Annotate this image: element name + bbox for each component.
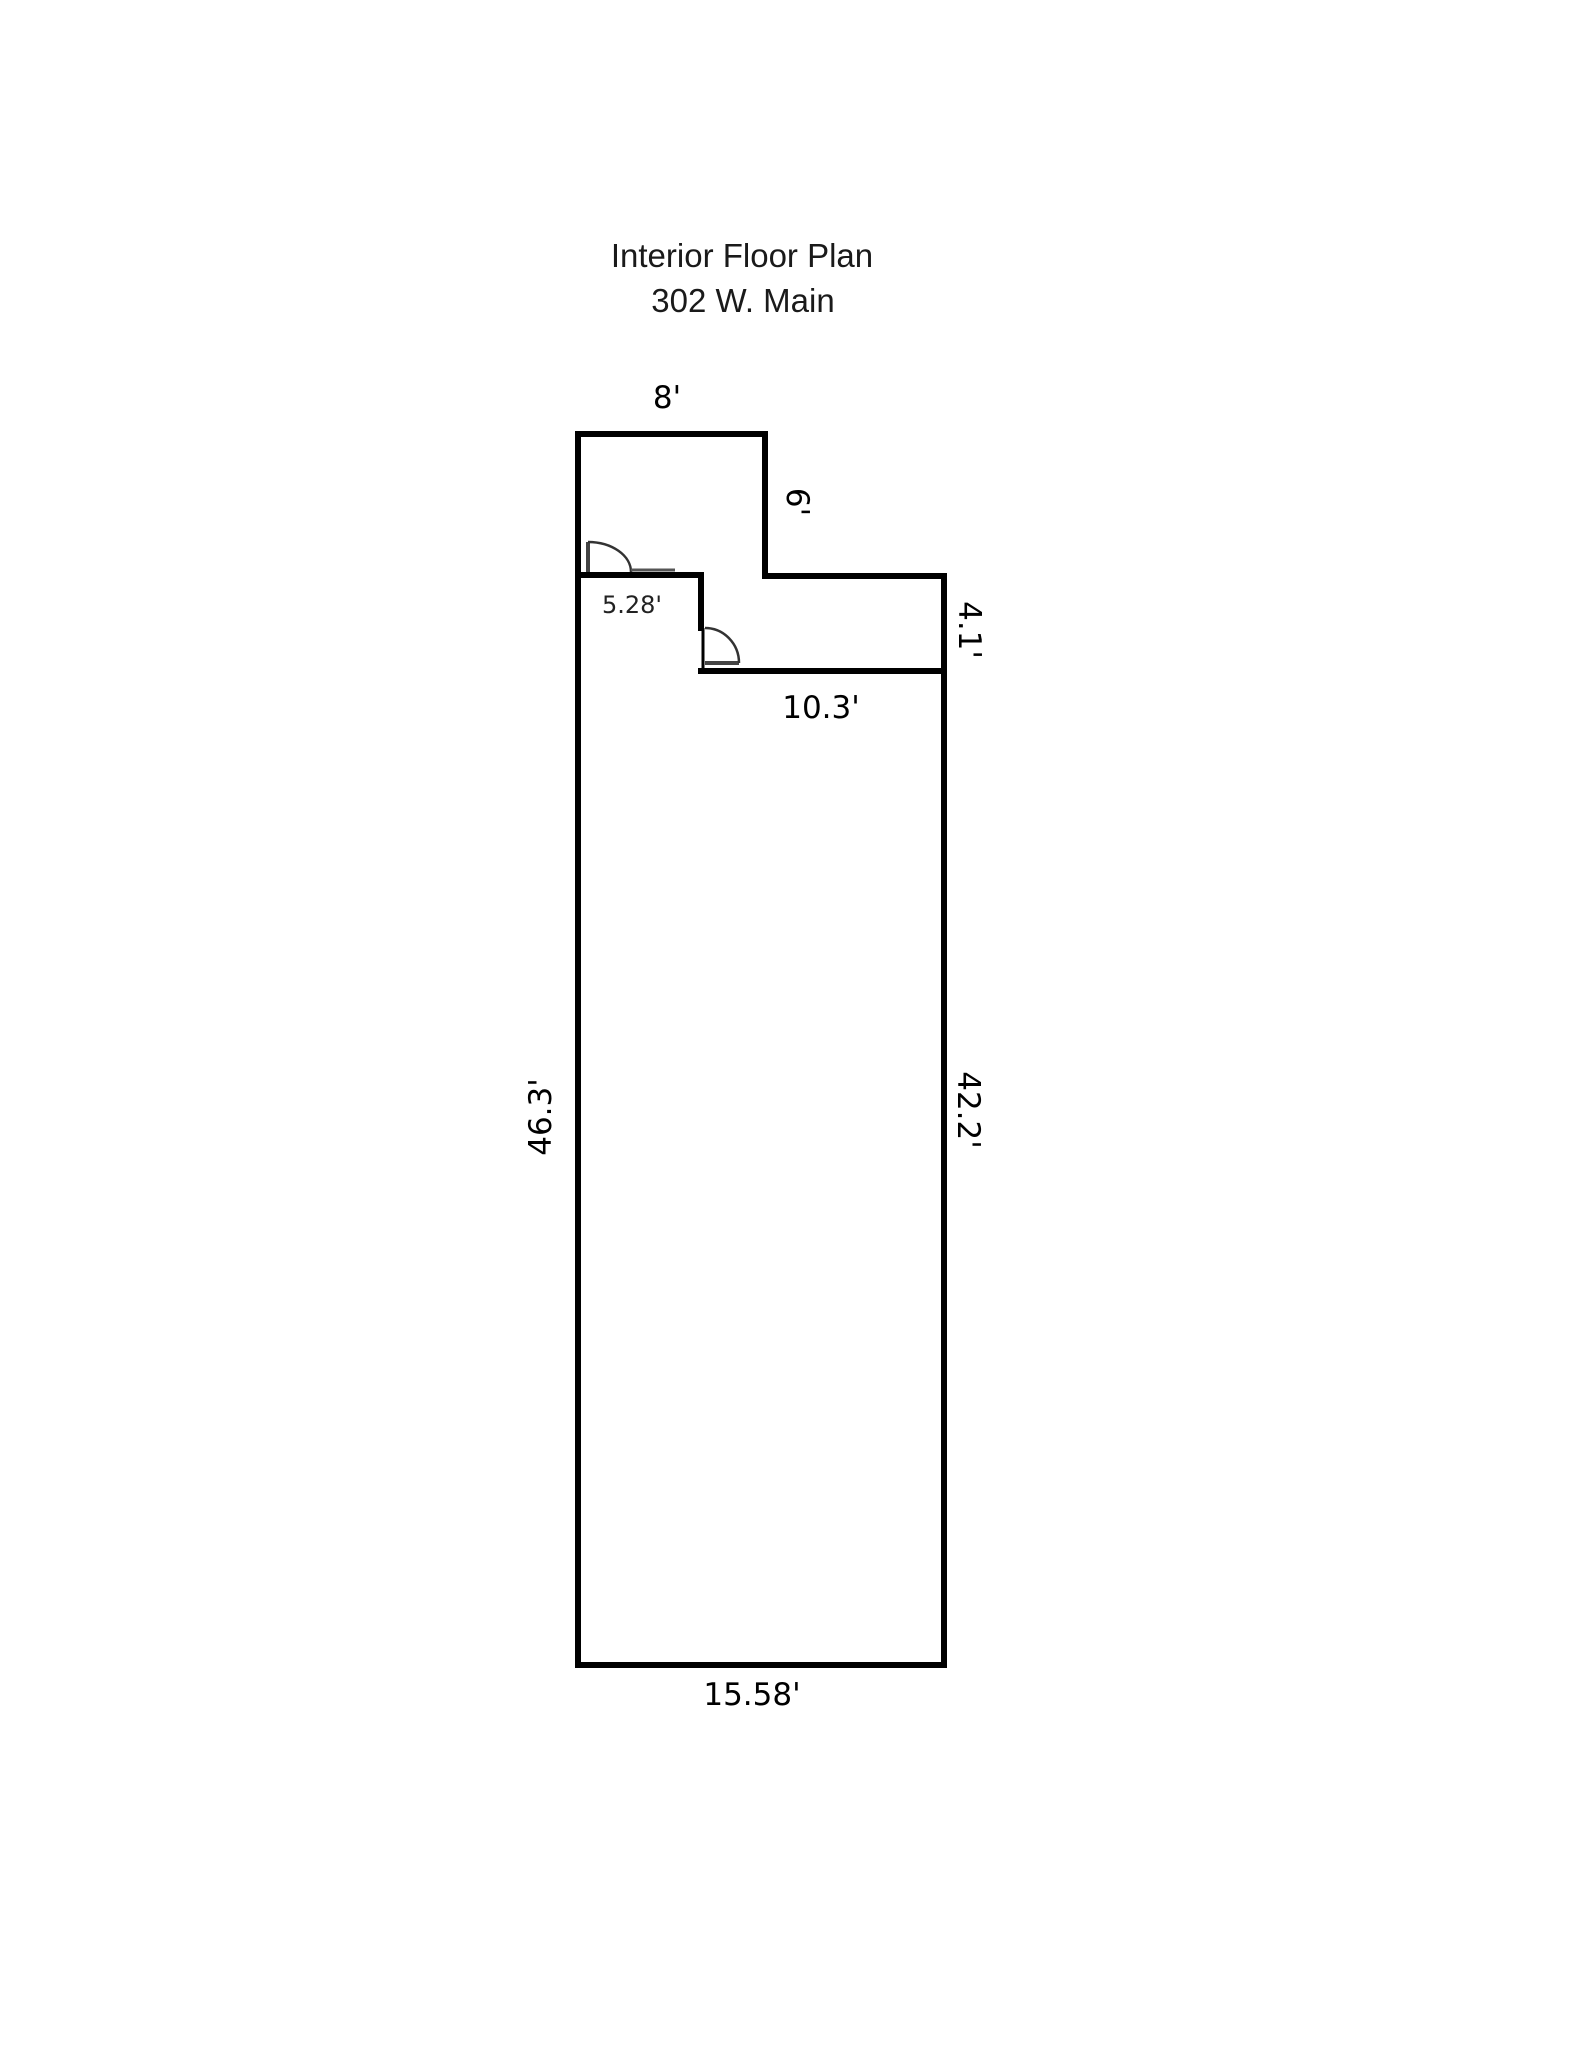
dimension-left-length: 46.3' <box>523 1078 559 1156</box>
dimension-bottom-width: 15.58' <box>703 1677 800 1713</box>
door-swing-icon <box>704 626 741 665</box>
door-swing-icon <box>586 540 675 573</box>
upper-left-room-walls <box>575 431 768 578</box>
main-room-walls <box>575 572 947 1668</box>
upper-left-room <box>575 431 768 578</box>
dimension-top-width: 8' <box>653 380 681 416</box>
upper-right-room <box>698 575 947 674</box>
door-upper-left-room <box>586 540 675 573</box>
dimension-door-offset: 5.28' <box>602 591 662 619</box>
door-upper-right-room <box>704 626 741 665</box>
main-room <box>575 572 947 1668</box>
dimension-right-room-height: 4.1' <box>951 601 987 659</box>
dimension-small-room-height: 6' <box>779 488 815 516</box>
dimension-right-room-width: 10.3' <box>782 690 860 726</box>
plan-title: Interior Floor Plan <box>611 237 873 274</box>
dimension-right-length: 42.2' <box>950 1071 986 1149</box>
plan-address: 302 W. Main <box>651 282 834 319</box>
